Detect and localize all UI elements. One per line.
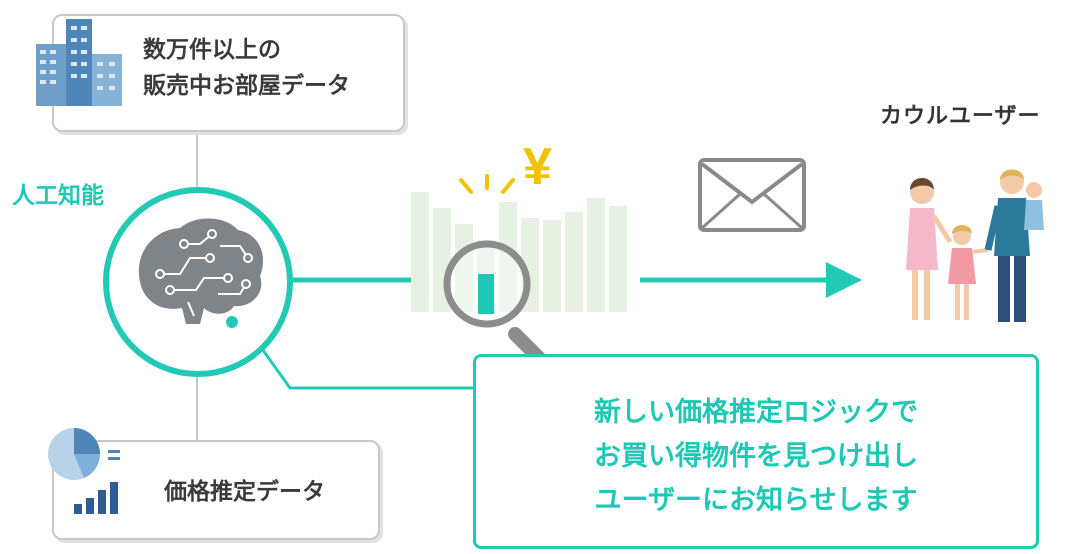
message-line2: お買い得物件を見つけ出し [594,441,918,472]
price-chart-illustration: ¥ [411,138,627,375]
building-card-line1: 数万件以上の [143,37,281,63]
bar-chart-icon [74,482,118,514]
building-data-card [36,14,405,132]
brain-circuit-icon [138,218,264,324]
message-line3: ユーザーにお知らせします [594,485,918,516]
price-card-label: 価格推定データ [164,479,325,505]
users-label: カウルユーザー [880,104,1041,129]
message-box: 新しい価格推定ロジックで お買い得物件を見つけ出し ユーザーにお知らせします [473,354,1039,549]
ai-label: 人工知能 [12,183,104,209]
highlight-rays [459,174,515,194]
yen-icon: ¥ [523,138,552,196]
message-line1: 新しい価格推定ロジックで [594,397,918,428]
building-card-line2: 販売中お部屋データ [143,73,350,99]
ai-brain-circle [103,187,293,377]
price-data-card [48,428,380,540]
arrow-head-icon [826,262,862,298]
buildings-icon [36,19,122,106]
pie-chart-icon [48,428,120,480]
family-icon [906,169,1044,322]
envelope-icon [698,158,806,232]
price-bars [411,192,627,312]
